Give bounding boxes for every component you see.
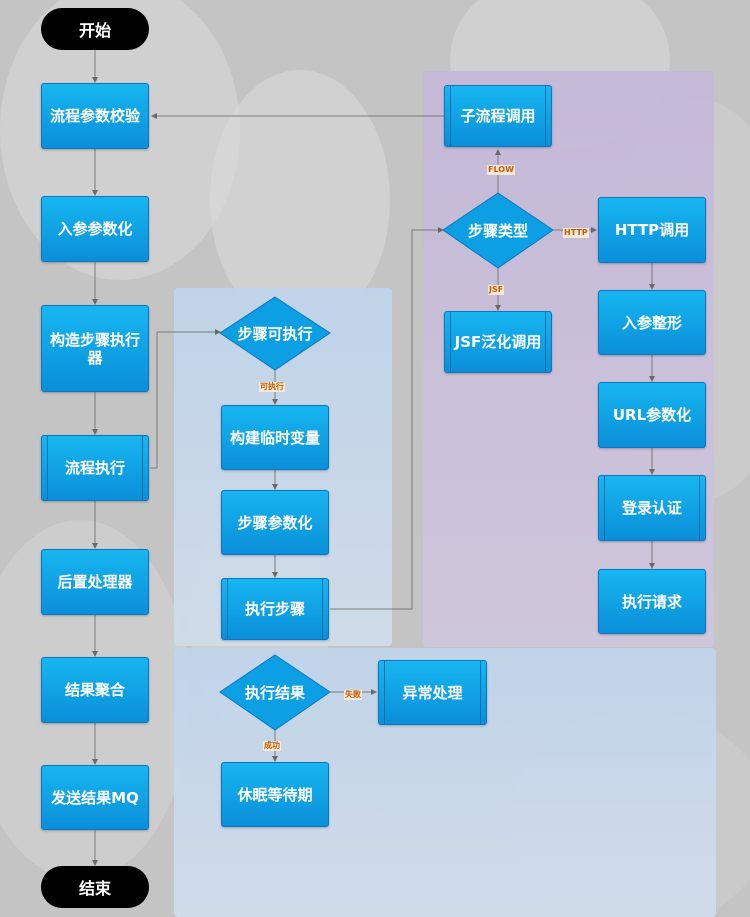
edge-execstep-steptype: [330, 227, 444, 610]
exception-handle-node: 异常处理: [378, 660, 487, 725]
step-param-node: 步骤参数化: [221, 490, 329, 555]
decision-step-type: [442, 192, 554, 269]
decision-exec-result: [219, 654, 331, 731]
post-processor-node: 后置处理器: [41, 549, 149, 615]
exec-step-node: 执行步骤: [221, 578, 329, 640]
label-executable: 可执行: [259, 382, 285, 392]
label-success: 成功: [263, 741, 281, 751]
label-fail: 失败: [344, 690, 362, 700]
label-flow: FLOW: [487, 165, 515, 175]
param-input-node: 入参参数化: [41, 196, 149, 262]
exec-request-node: 执行请求: [598, 569, 706, 634]
flow-exec-node: 流程执行: [41, 435, 149, 501]
http-call-node: HTTP调用: [598, 197, 706, 263]
validate-params-node: 流程参数校验: [41, 83, 149, 149]
build-temp-var-node: 构建临时变量: [221, 405, 329, 470]
start-terminal: 开始: [41, 8, 149, 50]
label-http: HTTP: [563, 228, 589, 238]
result-aggregate-node: 结果聚合: [41, 657, 149, 723]
login-auth-node: 登录认证: [598, 475, 706, 541]
jsf-call-node: JSF泛化调用: [444, 311, 552, 373]
decision-step-executable: [219, 296, 331, 371]
param-shape-node: 入参整形: [598, 290, 706, 355]
send-mq-node: 发送结果MQ: [41, 765, 149, 830]
label-jsf: JSF: [488, 285, 505, 295]
build-executor-node: 构造步骤执行器: [41, 305, 149, 392]
subflow-call-node: 子流程调用: [444, 85, 552, 147]
url-param-node: URL参数化: [598, 382, 706, 448]
edge-exec-step: [150, 329, 221, 469]
end-terminal: 结束: [41, 866, 149, 908]
sleep-wait-node: 休眠等待期: [221, 762, 329, 827]
